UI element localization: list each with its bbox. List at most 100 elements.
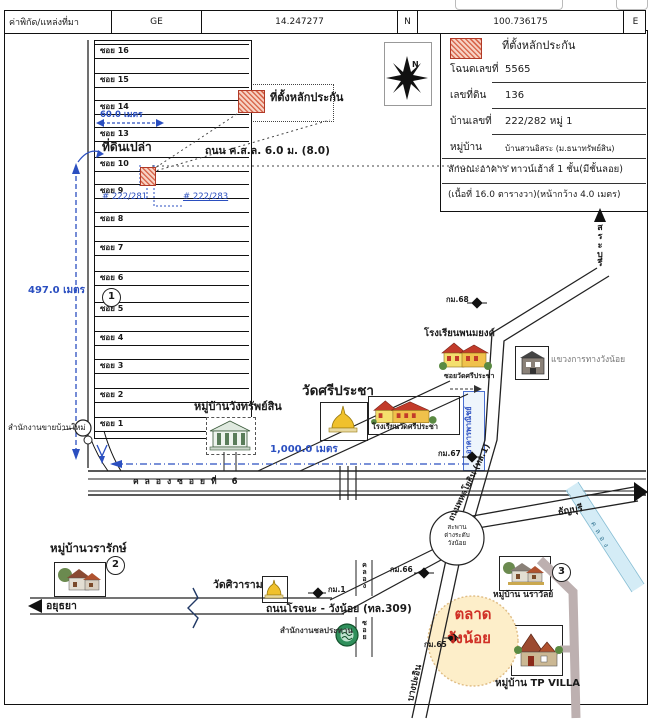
canal-vertical-top-label: คลอง: [362, 561, 367, 590]
market-label-1: ตลาด: [454, 605, 492, 623]
canal-soi6-label: คลองซอยที่ 6: [133, 477, 244, 487]
coordinate-header: ค่าพิกัด/แหล่งที่มา GE 14.247277 N 100.7…: [4, 10, 646, 34]
sales-office-balloons: [61, 419, 93, 445]
irrigation-emblem-icon: [335, 623, 359, 647]
soi-row: ซอย 9: [95, 184, 249, 199]
ayutthaya-label: อยุธยา: [46, 600, 77, 612]
school-phanomyong-label: โรงเรียนพนมยงค์: [424, 328, 495, 339]
km65-label: กม.65: [424, 640, 447, 649]
school-phanomyong-icon: [439, 342, 492, 370]
length-1000m-label: 1,000.0 เมตร: [270, 444, 338, 455]
scan-remnant: [455, 0, 563, 10]
marker-2-circle: 2: [106, 556, 125, 575]
soi-label: ซอย 9: [100, 186, 124, 195]
soi-label: ซอย 15: [100, 75, 129, 84]
road-break-mark: [187, 587, 199, 629]
wat-sri-pracha-label: วัดศรีประชา: [302, 383, 374, 399]
highway-office-icon: [520, 351, 545, 375]
km-markers: [308, 297, 487, 644]
tp-villa-label: หมู่บ้าน TP VILLA: [495, 678, 581, 689]
irrigation-office-label: สำนักงานชลประทาน: [280, 626, 353, 635]
wararak-houses-icon: [58, 568, 101, 591]
house-no-label: บ้านเลขที่: [450, 116, 492, 127]
interchange-line3: วังน้อย: [447, 539, 467, 547]
phahonyothin-road: [411, 267, 610, 719]
soi-row: ซอย 5: [95, 302, 249, 317]
village-value: บ้านสวนอิสระ (ม.ธนาทรัพย์สิน): [505, 144, 615, 153]
wat-siwaram-label: วัดศิวาราม: [213, 579, 263, 591]
soi-label: ซอย 4: [100, 333, 124, 342]
interchange-circle: [429, 510, 485, 566]
sales-office-label: สำนักงานขายบ้านใหม่: [8, 423, 86, 432]
soi-row: ซอย 13: [95, 127, 249, 142]
soi-label: ซอย 3: [100, 361, 124, 370]
panel-legend-label: ที่ตั้งหลักประกัน: [502, 39, 576, 52]
soi-row: ซอย 10: [95, 157, 249, 172]
km1-label: กม.1: [328, 585, 346, 594]
soi-label: ซอย 16: [100, 46, 129, 55]
soi-row: ซอย 14: [95, 100, 249, 115]
main-road-and-canal: [88, 466, 646, 500]
compass-north-label: N: [412, 60, 419, 69]
compass-star-icon: [386, 56, 428, 100]
soi-row: ซอย 4: [95, 331, 249, 346]
longitude-dir: E: [623, 11, 647, 33]
interchange-line2: ต่างระดับ: [444, 531, 470, 539]
school-wat-sri-pracha-icon: [371, 400, 437, 425]
building-type-line: ลักษณะอาคาร ทาวน์เฮ้าส์ 1 ชั้น(มีชั้นลอย…: [448, 164, 623, 175]
canal-vertical-bottom-label: ซอย: [362, 619, 367, 641]
parcel-label: เลขที่ดิน: [450, 90, 487, 101]
wararak-label: หมู่บ้านวรารักษ์: [50, 541, 127, 555]
legend-label: ที่ตั้งหลักประกัน: [270, 91, 344, 104]
narawan-houses-icon: [503, 562, 544, 585]
soi-row: ซอย 16: [95, 44, 249, 59]
coord-source-value: GE: [111, 11, 201, 33]
soi-row: ซอย 7: [95, 241, 249, 256]
length-497m-label: 497.0 เมตร: [28, 285, 85, 296]
legend-swatch: [238, 90, 265, 113]
collateral-swatch: [450, 38, 482, 59]
coord-source-label: ค่าพิกัด/แหล่งที่มา: [9, 18, 79, 28]
ayutthaya-arrow: [28, 599, 42, 613]
parcel-value: 136: [505, 90, 525, 101]
area-line: (เนื้อที่ 16.0 ตารางวา)(หน้ากว้าง 4.0 เม…: [448, 190, 621, 200]
soi-label: ซอย 8: [100, 214, 124, 223]
soi-row: ซอย 8: [95, 212, 249, 227]
soi-label: ซอย 5: [100, 304, 124, 313]
saraburi-arrow: [594, 208, 606, 222]
rojana-road-label: ถนนโรจนะ - วังน้อย (ทล.309): [266, 603, 412, 615]
km67-label: กม.67: [438, 449, 461, 458]
canal-vertical: [355, 560, 373, 657]
wangsubsin-label: หมู่บ้านวังทรัพย์สิน: [194, 400, 282, 413]
interchange-label: สะพาน ต่างระดับ วังน้อย: [444, 524, 470, 548]
soi-row: ซอย 15: [95, 73, 249, 88]
tp-villa-house-icon: [514, 633, 563, 667]
house-no-value: 222/282 หมู่ 1: [505, 116, 573, 127]
concrete-road-label: ถนน ค.ส.ล. 6.0 ม. (8.0): [205, 145, 330, 157]
vacant-land-label: ที่ดินเปล่า: [102, 140, 152, 154]
saraburi-label: สระบุรี: [597, 223, 603, 269]
narawan-label: หมู่บ้าน นราวัลย์: [493, 590, 554, 600]
canal-diagonal: [566, 482, 644, 592]
school-wat-sri-pracha-label: โรงเรียนวัดศรีประชา: [372, 422, 438, 431]
soi-label: ซอย 2: [100, 390, 124, 399]
soi-row: ซอย 2: [95, 388, 249, 403]
marker-3-circle: 3: [552, 563, 571, 582]
latitude-dir: N: [397, 11, 417, 33]
house-281-label: # 222/281: [102, 192, 148, 202]
soi-label: ซอย 10: [100, 159, 129, 168]
soi-label: ซอย 13: [100, 129, 129, 138]
deed-value: 5565: [505, 64, 531, 75]
market-label-2: วังน้อย: [447, 629, 491, 647]
wat-sri-pracha-chedi-icon: [328, 405, 358, 433]
highway-office-label: แขวงการทางวังน้อย: [551, 355, 626, 365]
wat-siwaram-icon: [264, 579, 284, 599]
soi-wat-sri-pracha-label: ซอยวัดศรีประชา: [444, 372, 495, 380]
property-info-panel: [440, 31, 647, 212]
soi-label: ซอย 1: [100, 419, 124, 428]
latitude-value: 14.247277: [201, 11, 397, 33]
width-60m-label: 60.0 เมตร: [100, 110, 143, 120]
km66-label: กม.66: [390, 565, 413, 574]
